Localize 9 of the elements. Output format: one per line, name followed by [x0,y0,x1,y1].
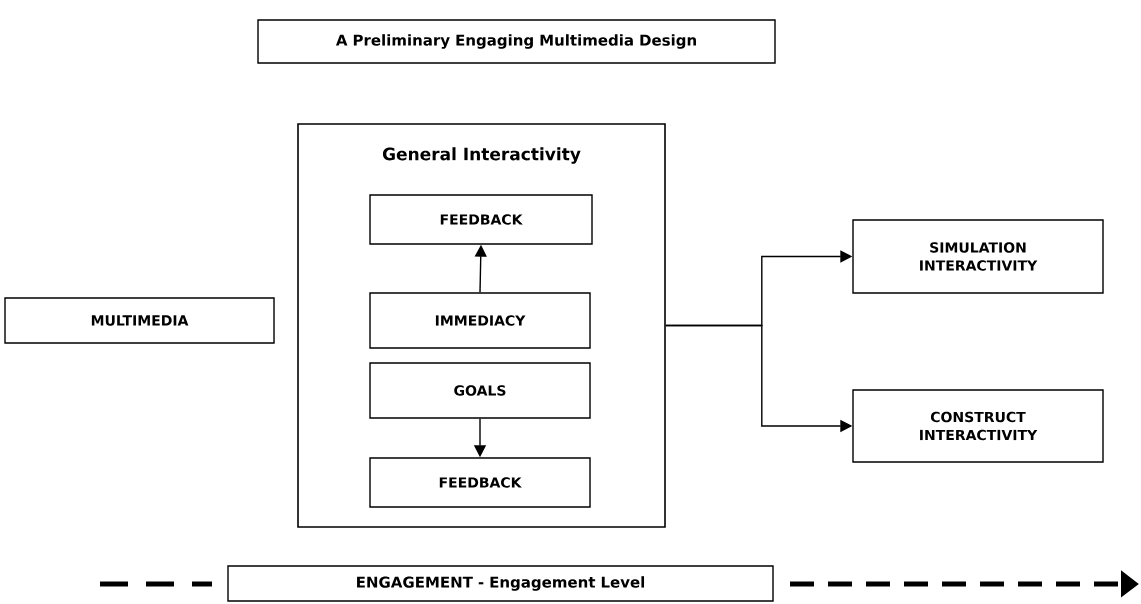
process-box: GOALS [369,362,591,419]
process-box: CONSTRUCT INTERACTIVITY [852,389,1104,463]
process-box: FEEDBACK [369,194,593,245]
process-box: MULTIMEDIA [4,297,275,344]
process-box: SIMULATION INTERACTIVITY [852,219,1104,294]
process-box: ENGAGEMENT - Engagement Level [227,565,774,602]
process-box: FEEDBACK [369,457,591,508]
title-box: A Preliminary Engaging Multimedia Design [257,19,776,64]
process-box: IMMEDIACY [369,292,591,349]
